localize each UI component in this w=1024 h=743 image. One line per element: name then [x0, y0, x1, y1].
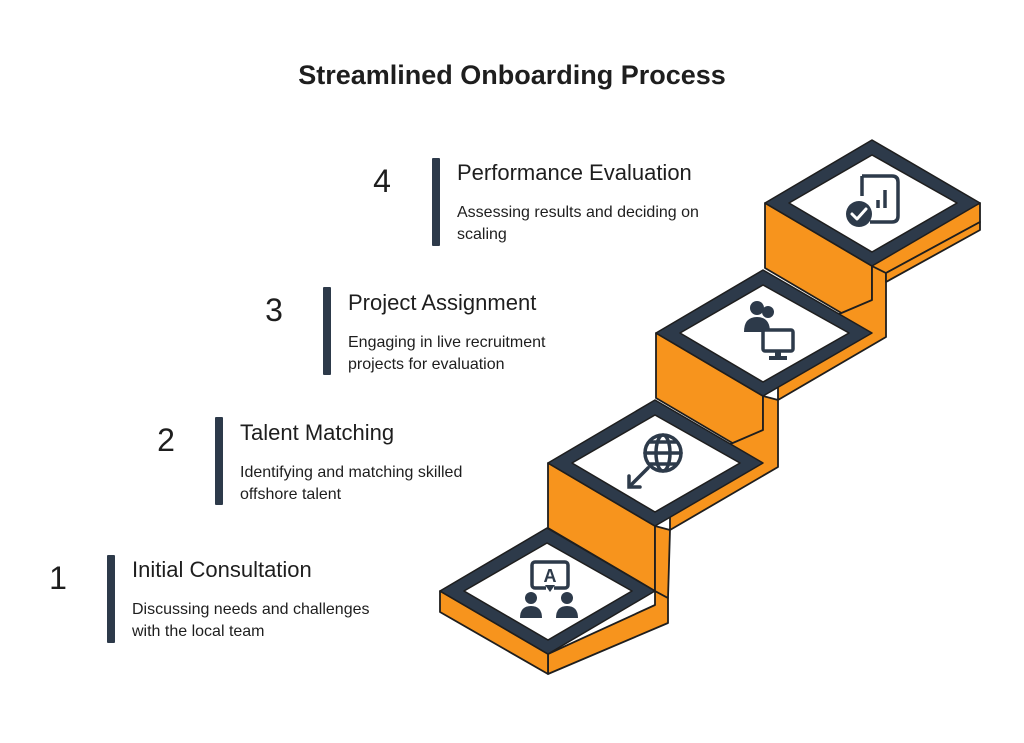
step-description: Assessing results and deciding on scalin… [457, 202, 757, 246]
step-description-line: scaling [457, 226, 507, 243]
step-divider [432, 158, 440, 246]
report-check-icon [846, 174, 900, 227]
step-number: 4 [373, 163, 391, 199]
team-monitor-icon [744, 301, 795, 360]
step-description-line: Engaging in live recruitment [348, 334, 546, 351]
step-description: Discussing needs and challenges with the… [132, 599, 432, 643]
step-description-line: offshore talent [240, 486, 342, 503]
step-4-lower-face [885, 221, 981, 283]
step-divider [215, 417, 223, 505]
globe-pointer-icon [627, 433, 683, 489]
riser-1-side [654, 525, 671, 599]
step-divider [323, 287, 331, 375]
step-description: Identifying and matching skilled offshor… [240, 462, 540, 506]
tread-4 [764, 139, 981, 267]
diagram-title: Streamlined Onboarding Process [298, 60, 726, 90]
step-heading: Talent Matching [240, 420, 395, 445]
step-description-line: Discussing needs and challenges [132, 601, 370, 618]
step-number: 1 [49, 560, 67, 596]
step-number: 2 [157, 422, 175, 458]
step-description-line: projects for evaluation [348, 356, 505, 373]
step-description: Engaging in live recruitment projects fo… [348, 332, 648, 376]
step-heading: Initial Consultation [132, 557, 312, 582]
step-description-line: with the local team [132, 623, 265, 640]
step-description-line: Assessing results and deciding on [457, 204, 699, 221]
step-divider [107, 555, 115, 643]
svg-text:A: A [544, 566, 557, 586]
consultation-icon: A [520, 560, 578, 618]
step-heading: Project Assignment [348, 290, 537, 315]
step-number: 3 [265, 292, 283, 328]
step-description-line: Identifying and matching skilled [240, 464, 463, 481]
step-heading: Performance Evaluation [457, 160, 692, 185]
